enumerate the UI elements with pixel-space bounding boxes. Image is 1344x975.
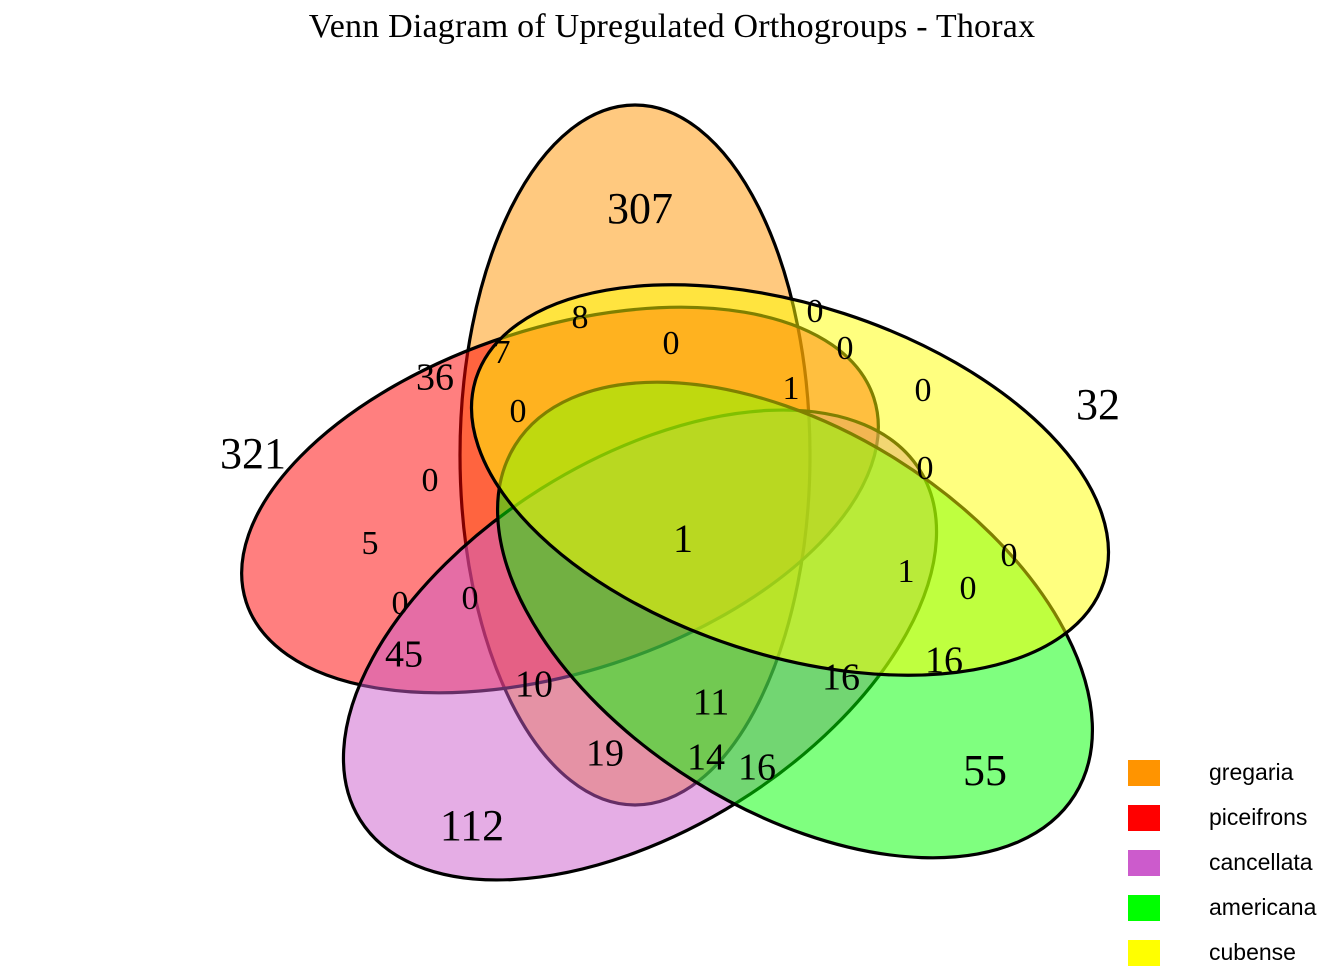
venn-count-r20: 0 <box>960 570 977 607</box>
legend-item-piceifrons: piceifrons <box>1128 795 1344 840</box>
venn-count-r18: 1 <box>673 516 693 561</box>
venn-count-r02: 321 <box>220 429 286 478</box>
venn-count-r25: 10 <box>515 664 553 706</box>
venn-count-r06: 36 <box>416 357 454 399</box>
venn-ellipse-layer <box>240 103 1111 882</box>
venn-count-r21: 0 <box>1001 537 1018 574</box>
venn-count-r01: 307 <box>607 184 673 233</box>
legend-swatch-cancellata <box>1128 849 1160 876</box>
legend-item-americana: americana <box>1128 885 1344 930</box>
page-title: Venn Diagram of Upregulated Orthogroups … <box>308 8 1036 45</box>
venn-count-r31: 16 <box>738 747 776 789</box>
venn-count-r07: 7 <box>494 334 511 371</box>
venn-count-r26: 11 <box>693 682 730 724</box>
legend-swatch-cubense <box>1128 939 1160 966</box>
legend-label-cubense: cubense <box>1209 939 1296 965</box>
venn-ellipse-cubense <box>469 283 1111 677</box>
venn-count-r23: 0 <box>462 580 479 617</box>
legend: gregaria piceifrons cancellata americana cub… <box>1128 750 1344 975</box>
venn-count-r03: 112 <box>440 801 504 850</box>
venn-count-r22: 0 <box>392 585 409 622</box>
legend-label-americana: americana <box>1209 894 1317 920</box>
legend-label-cancellata: cancellata <box>1209 849 1313 875</box>
legend-swatch-piceifrons <box>1128 804 1160 831</box>
venn-count-r05: 32 <box>1076 380 1120 429</box>
venn-count-r19: 1 <box>898 553 915 590</box>
legend-item-cancellata: cancellata <box>1128 840 1344 885</box>
legend-swatch-gregaria <box>1128 759 1160 786</box>
venn-count-r04: 55 <box>963 746 1007 795</box>
venn-count-r27: 16 <box>822 657 860 699</box>
venn-count-r14: 0 <box>510 393 527 430</box>
venn-count-r13: 0 <box>915 372 932 409</box>
venn-count-r17: 5 <box>362 525 379 562</box>
venn-count-r16: 0 <box>917 450 934 487</box>
venn-count-r10: 0 <box>807 293 824 330</box>
venn-count-r09: 0 <box>663 325 680 362</box>
venn-count-r30: 14 <box>687 737 725 779</box>
venn-count-r29: 19 <box>586 733 624 775</box>
venn-count-r11: 0 <box>837 330 854 367</box>
legend-swatch-americana <box>1128 894 1160 921</box>
legend-item-gregaria: gregaria <box>1128 750 1344 795</box>
venn-count-r12: 1 <box>783 370 800 407</box>
legend-label-gregaria: gregaria <box>1209 759 1294 785</box>
venn-count-r28: 16 <box>925 640 963 682</box>
venn-count-r15: 0 <box>422 462 439 499</box>
legend-label-piceifrons: piceifrons <box>1209 804 1308 830</box>
legend-item-cubense: cubense <box>1128 930 1344 975</box>
venn-count-r24: 45 <box>385 634 423 676</box>
venn-count-r08: 8 <box>572 299 589 336</box>
